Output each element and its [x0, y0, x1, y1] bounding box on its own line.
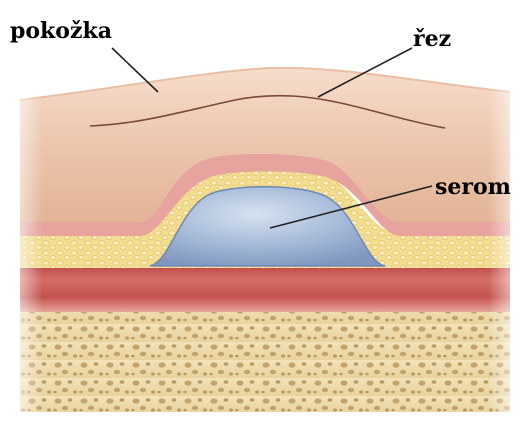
seroma-label: serom: [435, 176, 511, 198]
edge-fade: [0, 60, 531, 426]
incision-label: řez: [413, 28, 451, 50]
skin-label: pokožka: [10, 20, 112, 42]
